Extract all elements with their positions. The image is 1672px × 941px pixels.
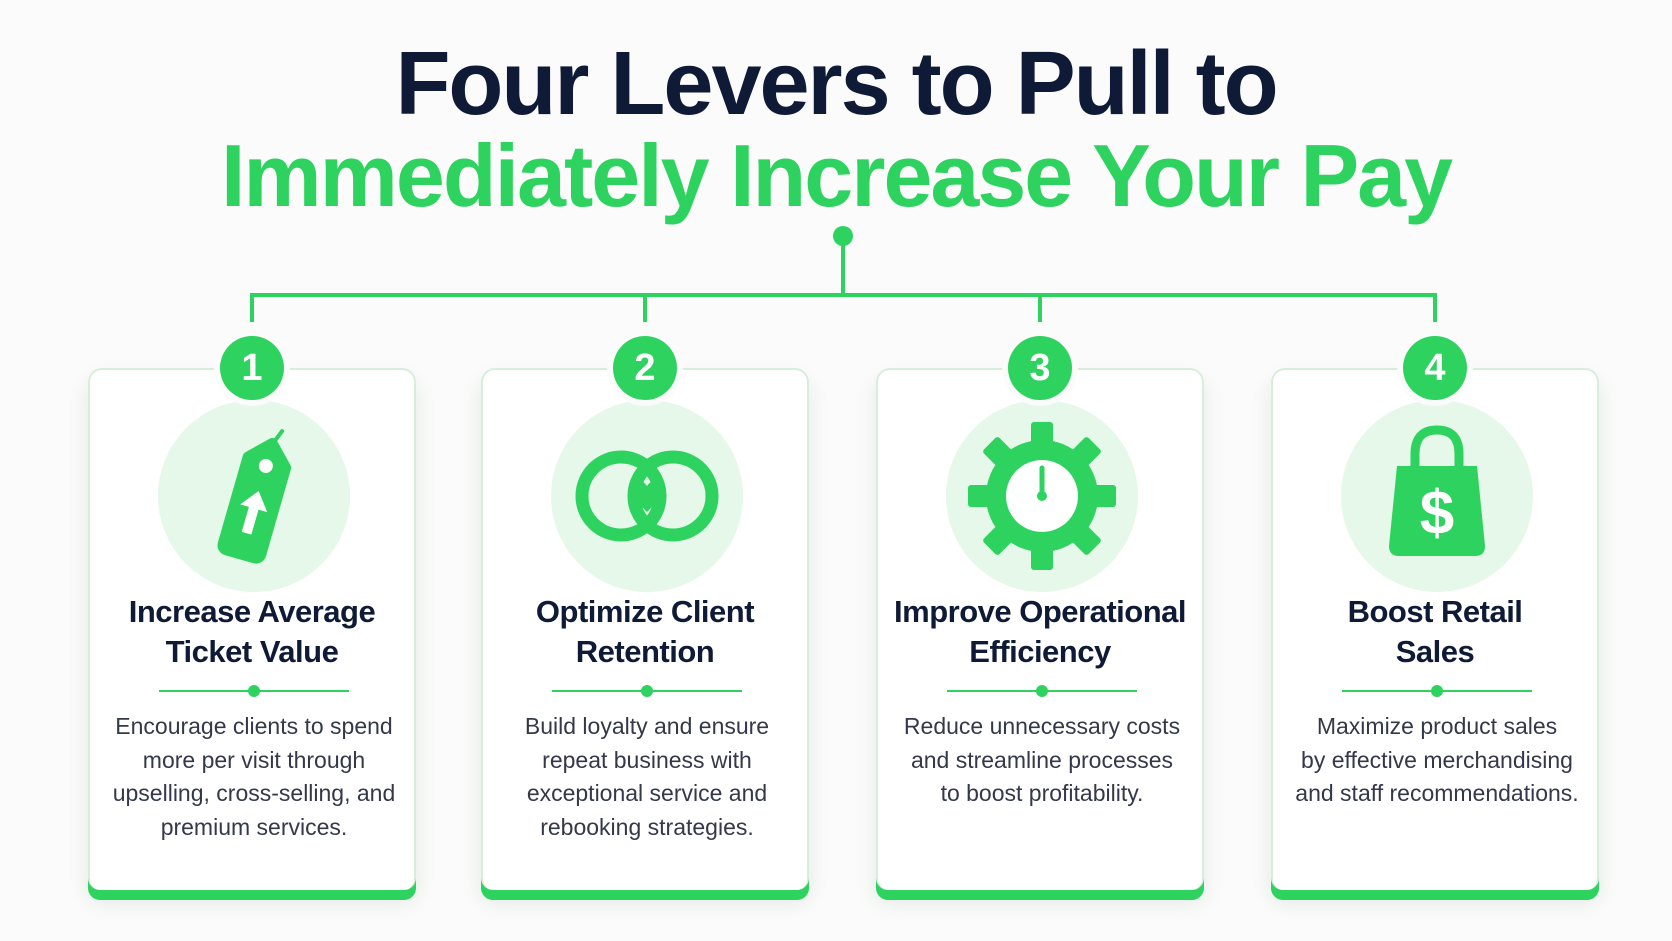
lever-title-line: Boost Retail xyxy=(1347,594,1523,629)
icon-backdrop xyxy=(551,400,743,592)
description-line: and staff recommendations. xyxy=(1295,780,1579,806)
lever-title-line: Increase Average xyxy=(128,594,376,629)
divider-dot xyxy=(1036,685,1048,697)
description-line: Reduce unnecessary costs xyxy=(903,713,1181,739)
lever-card-3: Improve Operational Efficiency Reduce un… xyxy=(876,368,1204,890)
lever-card-1: Increase Average Ticket Value Encourage … xyxy=(88,368,416,890)
lever-number-badge-1: 1 xyxy=(220,336,284,400)
description-line: premium services. xyxy=(160,813,348,840)
price-tag-up-arrow-icon xyxy=(217,429,292,564)
lever-card-4: $ Boost Retail Sales Maximize product sa… xyxy=(1271,368,1599,890)
lever-description: Encourage clients to spend more per visi… xyxy=(108,710,400,844)
lever-description: Build loyalty and ensure repeat business… xyxy=(501,710,793,844)
shopping-bag-dollar-icon: $ xyxy=(1389,425,1485,556)
divider-dot xyxy=(1431,685,1443,697)
lever-description: Maximize product sales by effective merc… xyxy=(1291,710,1583,811)
lever-title-line: Ticket Value xyxy=(165,634,339,669)
lever-card-2: Optimize Client Retention Build loyalty … xyxy=(481,368,809,890)
linked-rings-heart-icon xyxy=(575,450,719,542)
svg-text:$: $ xyxy=(1420,479,1454,548)
description-line: more per visit through xyxy=(142,746,366,773)
description-line: rebooking strategies. xyxy=(540,813,754,840)
lever-title-line: Efficiency xyxy=(969,634,1111,669)
icon-backdrop xyxy=(158,400,350,592)
lever-title-line: Optimize Client xyxy=(535,594,755,629)
lever-number-badge-3: 3 xyxy=(1008,336,1072,400)
description-line: exceptional service and xyxy=(526,780,768,806)
lever-number-badge-2: 2 xyxy=(613,336,677,400)
description-line: upselling, cross-selling, and xyxy=(112,780,396,806)
lever-title-line: Sales xyxy=(1395,634,1475,669)
description-line: repeat business with xyxy=(542,746,752,773)
description-line: Maximize product sales xyxy=(1316,713,1558,739)
lever-title: Increase Average Ticket Value xyxy=(90,592,414,672)
title-line-2: Immediately Increase Your Pay xyxy=(220,126,1453,225)
lever-description: Reduce unnecessary costs and streamline … xyxy=(896,710,1188,811)
description-line: Build loyalty and ensure xyxy=(524,713,770,739)
description-line: Encourage clients to spend xyxy=(115,713,393,739)
lever-title-line: Improve Operational xyxy=(894,594,1186,629)
description-line: and streamline processes xyxy=(910,746,1174,773)
lever-title: Boost Retail Sales xyxy=(1273,592,1597,672)
gear-clock-icon xyxy=(968,422,1116,570)
description-line: by effective merchandising xyxy=(1301,746,1573,773)
lever-title: Improve Operational Efficiency xyxy=(878,592,1202,672)
title-line-1: Four Levers to Pull to xyxy=(395,34,1278,134)
description-line: to boost profitability. xyxy=(940,780,1144,806)
lever-title: Optimize Client Retention xyxy=(483,592,807,672)
lever-number-badge-4: 4 xyxy=(1403,336,1467,400)
divider-dot xyxy=(641,685,653,697)
lever-title-line: Retention xyxy=(575,634,715,669)
icon-backdrop: $ xyxy=(1341,400,1533,592)
divider-dot xyxy=(248,685,260,697)
icon-backdrop xyxy=(946,400,1138,592)
